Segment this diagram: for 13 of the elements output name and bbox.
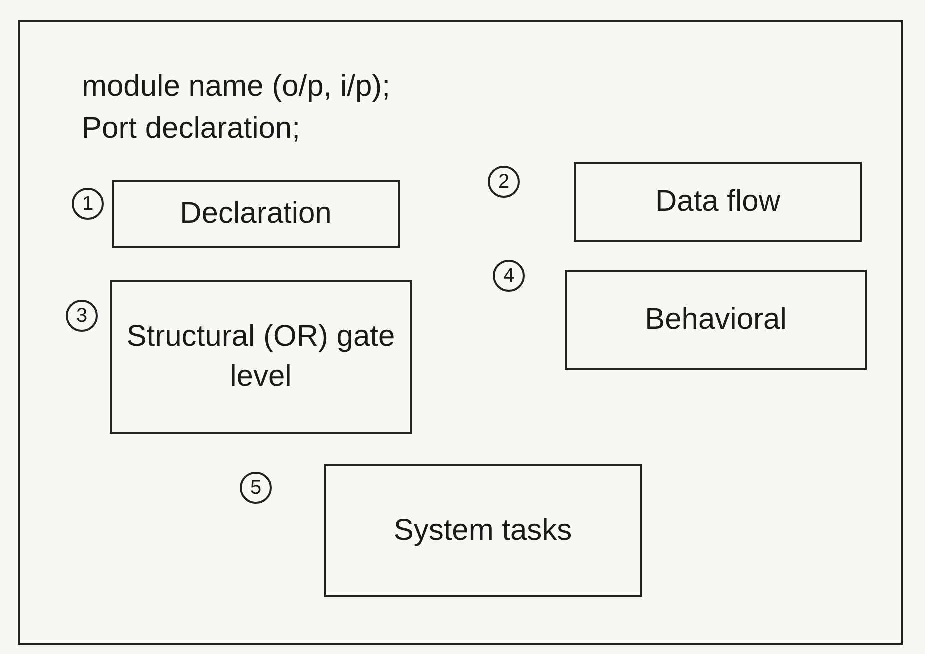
- box-label: Data flow: [655, 184, 781, 220]
- module-heading: Port declaration;: [82, 111, 302, 147]
- module-box: [324, 464, 642, 597]
- module-box: [110, 280, 412, 434]
- module-heading: module name (o/p, i/p);: [82, 69, 390, 105]
- module-box: [565, 270, 867, 370]
- box-label: Structural (OR) gate level: [126, 319, 396, 395]
- module-box: [574, 162, 862, 242]
- module-frame: [18, 20, 903, 645]
- box-label: Declaration: [180, 196, 332, 232]
- module-box: [112, 180, 400, 248]
- box-label: Behavioral: [645, 302, 787, 338]
- box-label: System tasks: [394, 512, 572, 548]
